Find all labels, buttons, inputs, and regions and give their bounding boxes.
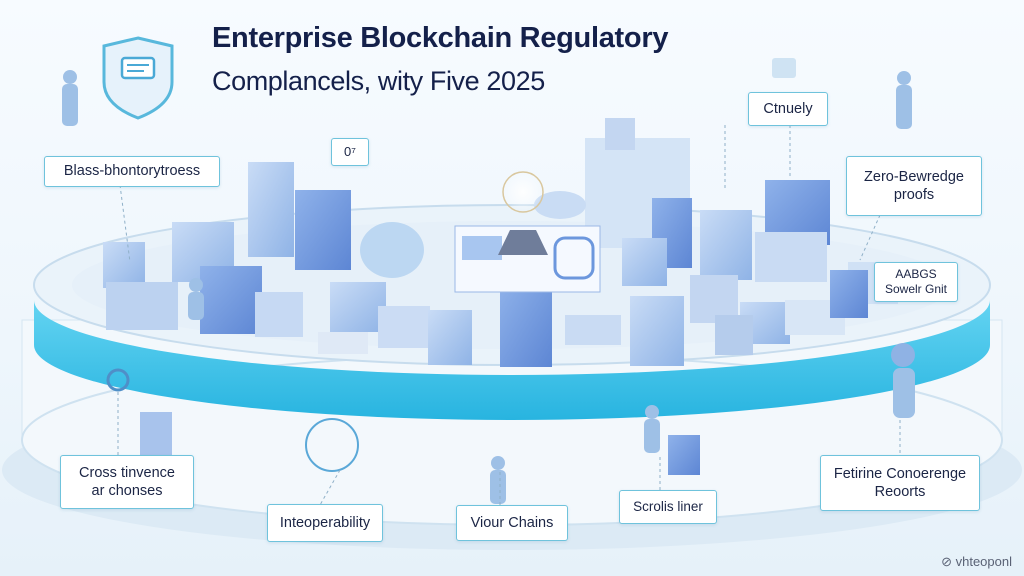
city-buildings	[103, 118, 898, 367]
cloud-icon	[772, 58, 796, 78]
label-bottom-left-line1: Cross tinvence	[79, 464, 175, 481]
connector-lines	[117, 125, 901, 506]
chain-icon	[305, 418, 359, 472]
shield-icon	[102, 36, 174, 120]
label-bottom-center-left-text: Inteoperability	[279, 514, 371, 531]
lightbulb-icon	[502, 171, 544, 213]
label-bottom-center: Viour Chains	[456, 505, 568, 541]
label-bottom-left-line2: ar chonses	[91, 483, 163, 499]
label-top-left-text: Blass-bhontorytroess	[63, 163, 201, 180]
label-right-mid: AABGS Sowelr Gnit	[874, 262, 958, 302]
label-right-upper: Zero-Bewredge proofs	[846, 156, 982, 216]
watermark: ⊘ vhteoponl	[941, 554, 1012, 569]
key-icon	[106, 368, 130, 392]
page-subtitle: Complancels, wity Five 2025	[212, 66, 545, 96]
label-small-code-text: 0⁷	[344, 143, 356, 159]
label-right-mid-line2: Sowelr Gnit	[884, 282, 948, 296]
label-top-left: Blass-bhontorytroess	[44, 156, 220, 187]
label-right-upper-line2: proofs	[893, 187, 935, 203]
label-bottom-center-left: Inteoperability	[267, 504, 383, 542]
label-bottom-right: Fetirine Conoerenge Reoorts	[820, 455, 980, 511]
label-right-mid-line1: AABGS	[895, 267, 937, 281]
label-bottom-right-line1: Fetirine Conoerenge	[833, 465, 967, 482]
label-bottom-center-right-text: Scrolis liner	[633, 498, 703, 514]
label-top-right-text: Ctnuely	[763, 100, 813, 117]
dome-structure	[360, 222, 424, 278]
label-bottom-center-text: Viour Chains	[470, 514, 554, 531]
label-right-upper-line1: Zero-Bewredge	[864, 168, 964, 185]
platform-ring	[34, 300, 990, 420]
people-figures	[62, 70, 915, 504]
label-top-right: Ctnuely	[748, 92, 828, 126]
label-bottom-left: Cross tinvence ar chonses	[60, 455, 194, 509]
label-bottom-right-line2: Reoorts	[874, 484, 926, 500]
server-box	[668, 435, 700, 475]
label-small-code: 0⁷	[331, 138, 369, 166]
label-bottom-center-right: Scrolis liner	[619, 490, 717, 524]
page-title: Enterprise Blockchain Regulatory	[212, 22, 669, 54]
